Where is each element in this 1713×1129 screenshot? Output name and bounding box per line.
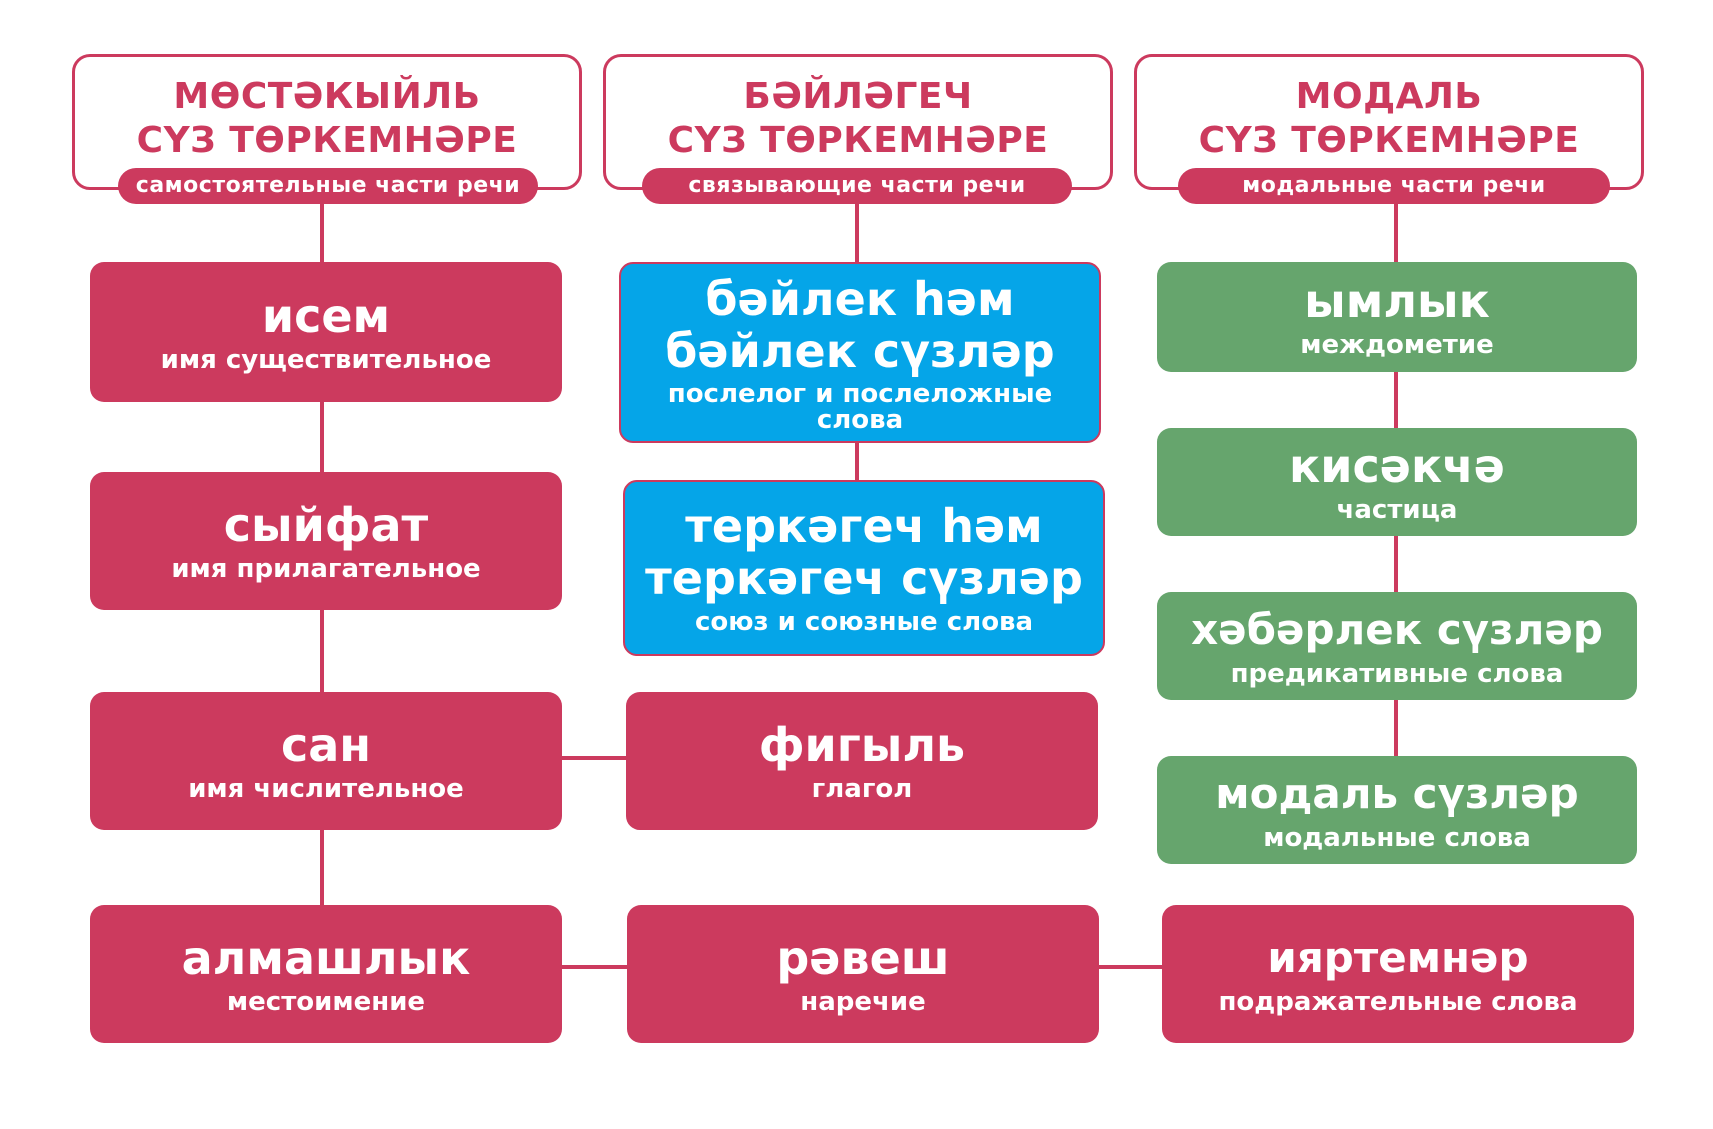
node-iyartemnar: ияртемнәр подражательные слова xyxy=(1162,905,1634,1043)
node-term-line: бәйлек һәм xyxy=(705,271,1015,326)
node-kisakcha: кисәкчә частица xyxy=(1157,428,1637,536)
node-almashlyk: алмашлык местоимение xyxy=(90,905,562,1043)
header-title-line: СҮЗ ТӨРКЕМНӘРЕ xyxy=(1198,120,1580,161)
node-term: фигыль xyxy=(758,718,966,772)
node-term: исем xyxy=(261,289,391,343)
node-term-line: теркәгеч һәм xyxy=(685,499,1043,553)
node-gloss: союз и союзные слова xyxy=(694,607,1034,637)
header-subtitle-connective: связывающие части речи xyxy=(642,168,1072,204)
node-term-line: бәйлек сүзләр xyxy=(665,323,1055,378)
node-ymlyk: ымлык междометие xyxy=(1157,262,1637,372)
node-term: бәйлек һәм бәйлек сүзләр xyxy=(665,273,1054,377)
node-isem: исем имя существительное xyxy=(90,262,562,402)
node-gloss: глагол xyxy=(811,774,913,804)
node-gloss: междометие xyxy=(1300,330,1494,360)
node-gloss: частица xyxy=(1336,495,1458,525)
header-title: МОДАЛЬ СҮЗ ТӨРКЕМНӘРЕ xyxy=(1137,75,1641,163)
node-gloss: имя прилагательное xyxy=(171,554,481,584)
node-gloss: модальные слова xyxy=(1263,823,1531,853)
node-term: хәбәрлек сүзләр xyxy=(1191,605,1603,654)
node-gloss: местоимение xyxy=(226,987,426,1017)
node-term: теркәгеч һәм теркәгеч сүзләр xyxy=(645,500,1083,604)
node-term-line: теркәгеч сүзләр xyxy=(645,551,1083,605)
node-khabarlek: хәбәрлек сүзләр предикативные слова xyxy=(1157,592,1637,700)
node-term: алмашлык xyxy=(181,931,471,985)
header-connective: БӘЙЛӘГЕЧ СҮЗ ТӨРКЕМНӘРЕ xyxy=(603,54,1113,190)
header-title: МӨСТӘКЫЙЛЬ СҮЗ ТӨРКЕМНӘРЕ xyxy=(75,75,579,163)
header-title-line: МОДАЛЬ xyxy=(1295,76,1483,117)
node-gloss: имя числительное xyxy=(188,774,464,804)
header-subtitle-modal: модальные части речи xyxy=(1178,168,1610,204)
header-title: БӘЙЛӘГЕЧ СҮЗ ТӨРКЕМНӘРЕ xyxy=(606,75,1110,163)
header-modal: МОДАЛЬ СҮЗ ТӨРКЕМНӘРЕ xyxy=(1134,54,1644,190)
header-title-line: СҮЗ ТӨРКЕМНӘРЕ xyxy=(136,120,518,161)
node-term: сан xyxy=(280,718,372,772)
header-subtitle-independent: самостоятельные части речи xyxy=(118,168,538,204)
node-term: кисәкчә xyxy=(1289,439,1505,493)
node-gloss: наречие xyxy=(800,987,926,1017)
node-gloss: послелог и послеложные слова xyxy=(667,378,1053,435)
node-term: модаль сүзләр xyxy=(1215,769,1579,818)
node-term: сыйфат xyxy=(223,498,429,552)
node-syifat: сыйфат имя прилагательное xyxy=(90,472,562,610)
header-title-line: СҮЗ ТӨРКЕМНӘРЕ xyxy=(667,120,1049,161)
node-san: сан имя числительное xyxy=(90,692,562,830)
node-term: ымлык xyxy=(1304,274,1490,328)
node-modal: модаль сүзләр модальные слова xyxy=(1157,756,1637,864)
node-ravesh: рәвеш наречие xyxy=(627,905,1099,1043)
node-term: ияртемнәр xyxy=(1267,933,1529,982)
node-bailek: бәйлек һәм бәйлек сүзләр послелог и посл… xyxy=(619,262,1101,443)
node-gloss: подражательные слова xyxy=(1218,987,1578,1017)
node-gloss: имя существительное xyxy=(160,345,492,375)
node-terkagech: теркәгеч һәм теркәгеч сүзләр союз и союз… xyxy=(623,480,1105,656)
node-gloss: предикативные слова xyxy=(1230,659,1564,689)
header-title-line: БӘЙЛӘГЕЧ xyxy=(743,76,973,117)
node-term: рәвеш xyxy=(776,931,950,985)
node-figyl: фигыль глагол xyxy=(626,692,1098,830)
header-title-line: МӨСТӘКЫЙЛЬ xyxy=(173,76,481,117)
header-independent: МӨСТӘКЫЙЛЬ СҮЗ ТӨРКЕМНӘРЕ xyxy=(72,54,582,190)
